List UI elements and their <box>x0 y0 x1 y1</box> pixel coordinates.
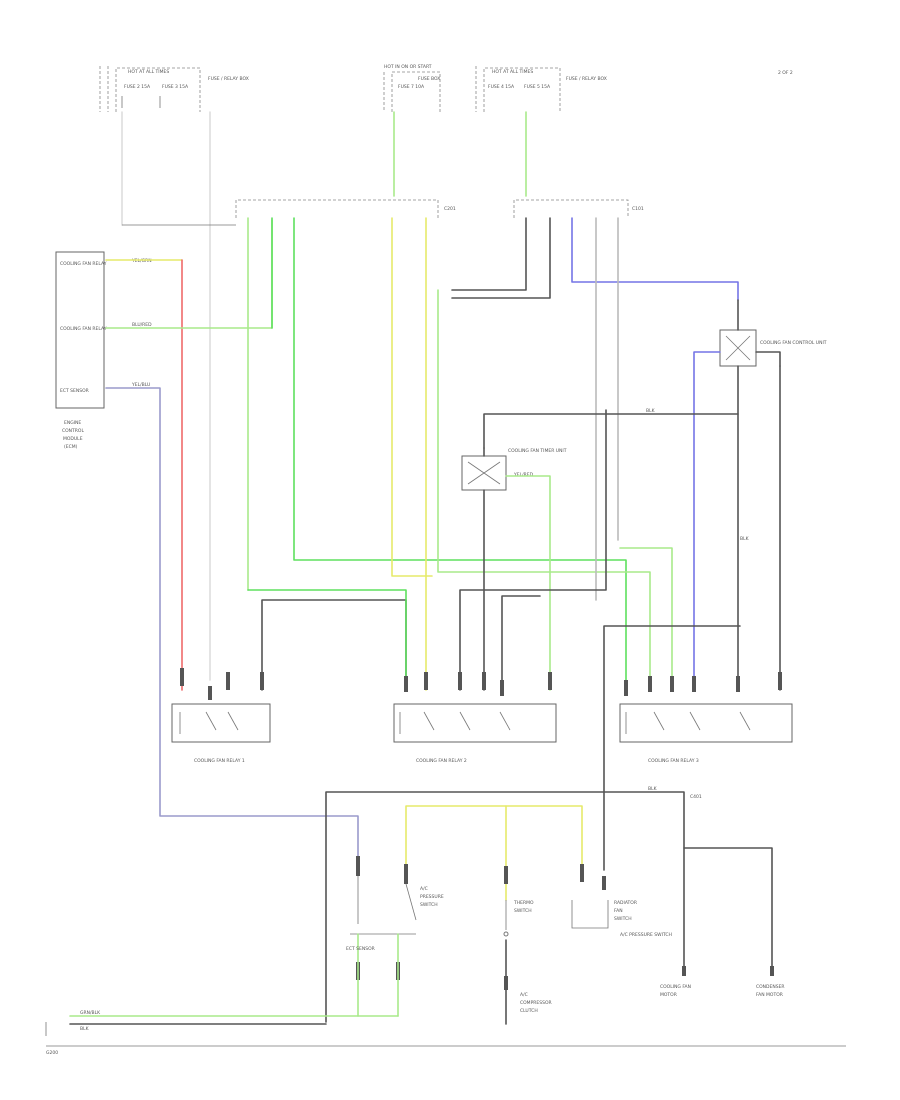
wire-label-ecm-3: YEL/BLU <box>131 382 150 388</box>
fan-relay-left: COOLING FAN RELAY 1 <box>171 703 271 764</box>
ecm-caption-4: (ECM) <box>64 444 78 450</box>
fuse-box-mid-title: HOT IN ON OR START <box>384 64 432 70</box>
bottom-connector-pins <box>356 856 774 990</box>
fuse-box-right: HOT AT ALL TIMES FUSE 4 15A FUSE 5 15A F… <box>475 66 607 112</box>
ecm: COOLING FAN RELAY COOLING FAN RELAY ECT … <box>55 251 107 450</box>
wire-label-blk-2: BLK <box>740 536 750 542</box>
page-label: 2 OF 2 <box>778 70 793 76</box>
ecm-pin-3: ECT SENSOR <box>60 388 89 394</box>
motor-left-1: COOLING FAN <box>660 984 691 990</box>
cooling-fan-motor-left: COOLING FAN MOTOR <box>660 984 691 998</box>
wire-j9 <box>571 217 739 301</box>
radiator-fan-switch: RADIATOR FAN SWITCH <box>571 900 637 929</box>
junction-label-3: C401 <box>690 794 702 800</box>
junction-label-2: C101 <box>632 206 644 212</box>
motor-right-2: FAN MOTOR <box>756 992 783 998</box>
fan-control-unit: COOLING FAN CONTROL UNIT <box>719 329 827 367</box>
wire-cross-4 <box>501 595 541 691</box>
radiator-fan-switch-1: RADIATOR <box>614 900 637 906</box>
fan-relay-mid: COOLING FAN RELAY 2 <box>393 703 557 764</box>
motor-right-1: CONDENSER <box>756 984 785 990</box>
junction-label-1: C201 <box>444 206 456 212</box>
wire-label-ecm-2: BLU/RED <box>132 322 152 328</box>
ac-pressure-switch-3: SWITCH <box>420 902 438 908</box>
wire-cross-2 <box>261 599 407 691</box>
wire-j4 <box>391 217 433 577</box>
fuse-box-left-fuse-1: FUSE 2 15A <box>124 84 151 90</box>
fan-relay-left-label: COOLING FAN RELAY 1 <box>194 758 245 764</box>
thermo-switch-1: THERMO <box>513 900 534 906</box>
wire-label-blk-1: BLK <box>646 408 656 414</box>
ecm-pin-2: COOLING FAN RELAY <box>60 326 107 332</box>
wire-ecm-green <box>105 219 273 329</box>
ac-compressor-clutch: A/C COMPRESSOR CLUTCH <box>520 992 552 1014</box>
ecm-caption-2: CONTROL <box>62 428 84 434</box>
ecm-caption-3: MODULE <box>63 436 83 442</box>
condenser-fan-motor-right: CONDENSER FAN MOTOR <box>756 984 785 998</box>
motor-left-2: MOTOR <box>660 992 677 998</box>
wire-label-timer-out: YEL/RED <box>513 472 534 478</box>
fan-timer-unit: COOLING FAN TIMER UNIT YEL/RED <box>461 448 567 491</box>
wire-j3 <box>293 217 627 691</box>
fuse-box-right-side: FUSE / RELAY BOX <box>566 76 607 82</box>
wire-label-blk-3: BLK <box>648 786 658 792</box>
wire-cross-5 <box>603 625 741 871</box>
radiator-fan-switch-3: SWITCH <box>614 916 632 922</box>
junction-block-right: C101 <box>513 199 644 218</box>
ecm-pin-1: COOLING FAN RELAY <box>60 261 107 267</box>
bottom-connector-1: ECT SENSOR <box>346 946 375 952</box>
bottom-connector-2: A/C PRESSURE SWITCH <box>620 932 672 938</box>
wire-j7 <box>451 217 551 299</box>
fan-control-label: COOLING FAN CONTROL UNIT <box>760 340 827 346</box>
wire-green-mid <box>247 589 407 691</box>
wire-bottom-yellow <box>405 805 583 871</box>
fuse-box-left-title: HOT AT ALL TIMES <box>128 69 169 75</box>
wire-label-grn-bot: GRN/BLK <box>80 1010 101 1016</box>
fuse-box-left-side: FUSE / RELAY BOX <box>208 76 249 82</box>
ac-compressor-3: CLUTCH <box>520 1008 538 1014</box>
relay-connector-pins <box>180 668 782 700</box>
ecm-caption-1: ENGINE <box>64 420 81 426</box>
fan-relay-right-label: COOLING FAN RELAY 3 <box>648 758 699 764</box>
wire-label-blk-bot: BLK <box>80 1026 90 1032</box>
ground-label: G200 <box>46 1050 58 1056</box>
fan-timer-label: COOLING FAN TIMER UNIT <box>508 448 567 454</box>
wire-right-motor-branch <box>683 847 773 971</box>
wire-blk-bus <box>483 413 739 449</box>
fuse-box-left-fuse-2: FUSE 3 15A <box>162 84 189 90</box>
ac-pressure-switch: A/C PRESSURE SWITCH <box>350 876 444 935</box>
wire-j8 <box>451 217 527 291</box>
fuse-box-mid-fuse: FUSE 7 10A <box>398 84 425 90</box>
wire-bottom-bus <box>325 791 685 1023</box>
wire-label-ecm-1: YEL/GRN <box>131 258 152 264</box>
wire-j6 <box>437 289 651 691</box>
ac-pressure-switch-1: A/C <box>420 886 428 892</box>
ac-compressor-1: A/C <box>520 992 528 998</box>
ac-pressure-switch-2: PRESSURE <box>420 894 444 900</box>
wire-timer-out <box>505 475 551 691</box>
fan-relay-mid-label: COOLING FAN RELAY 2 <box>416 758 467 764</box>
fuse-box-mid: HOT IN ON OR START FUSE 7 10A FUSE BOX <box>383 64 441 112</box>
ac-compressor-2: COMPRESSOR <box>520 1000 552 1006</box>
radiator-fan-switch-2: FAN <box>614 908 623 914</box>
fuse-box-right-fuse-2: FUSE 5 15A <box>524 84 551 90</box>
wire-ecm-purple <box>105 387 359 871</box>
fan-relay-right: COOLING FAN RELAY 3 <box>619 703 793 764</box>
fuse-box-right-fuse-1: FUSE 4 15A <box>488 84 515 90</box>
fuse-box-left: HOT AT ALL TIMES FUSE 2 15A FUSE 3 15A F… <box>99 66 249 112</box>
wire-right-motor-top <box>755 351 781 367</box>
wire-fcu-blue <box>693 351 721 691</box>
fuse-box-right-title: HOT AT ALL TIMES <box>492 69 533 75</box>
fuse-box-mid-side: FUSE BOX <box>418 76 440 82</box>
wire-cross-1 <box>619 547 673 691</box>
thermo-switch: THERMO SWITCH <box>503 900 534 937</box>
thermo-switch-2: SWITCH <box>514 908 532 914</box>
junction-block-left: C201 <box>122 199 456 226</box>
wire-cross-3 <box>459 409 607 691</box>
